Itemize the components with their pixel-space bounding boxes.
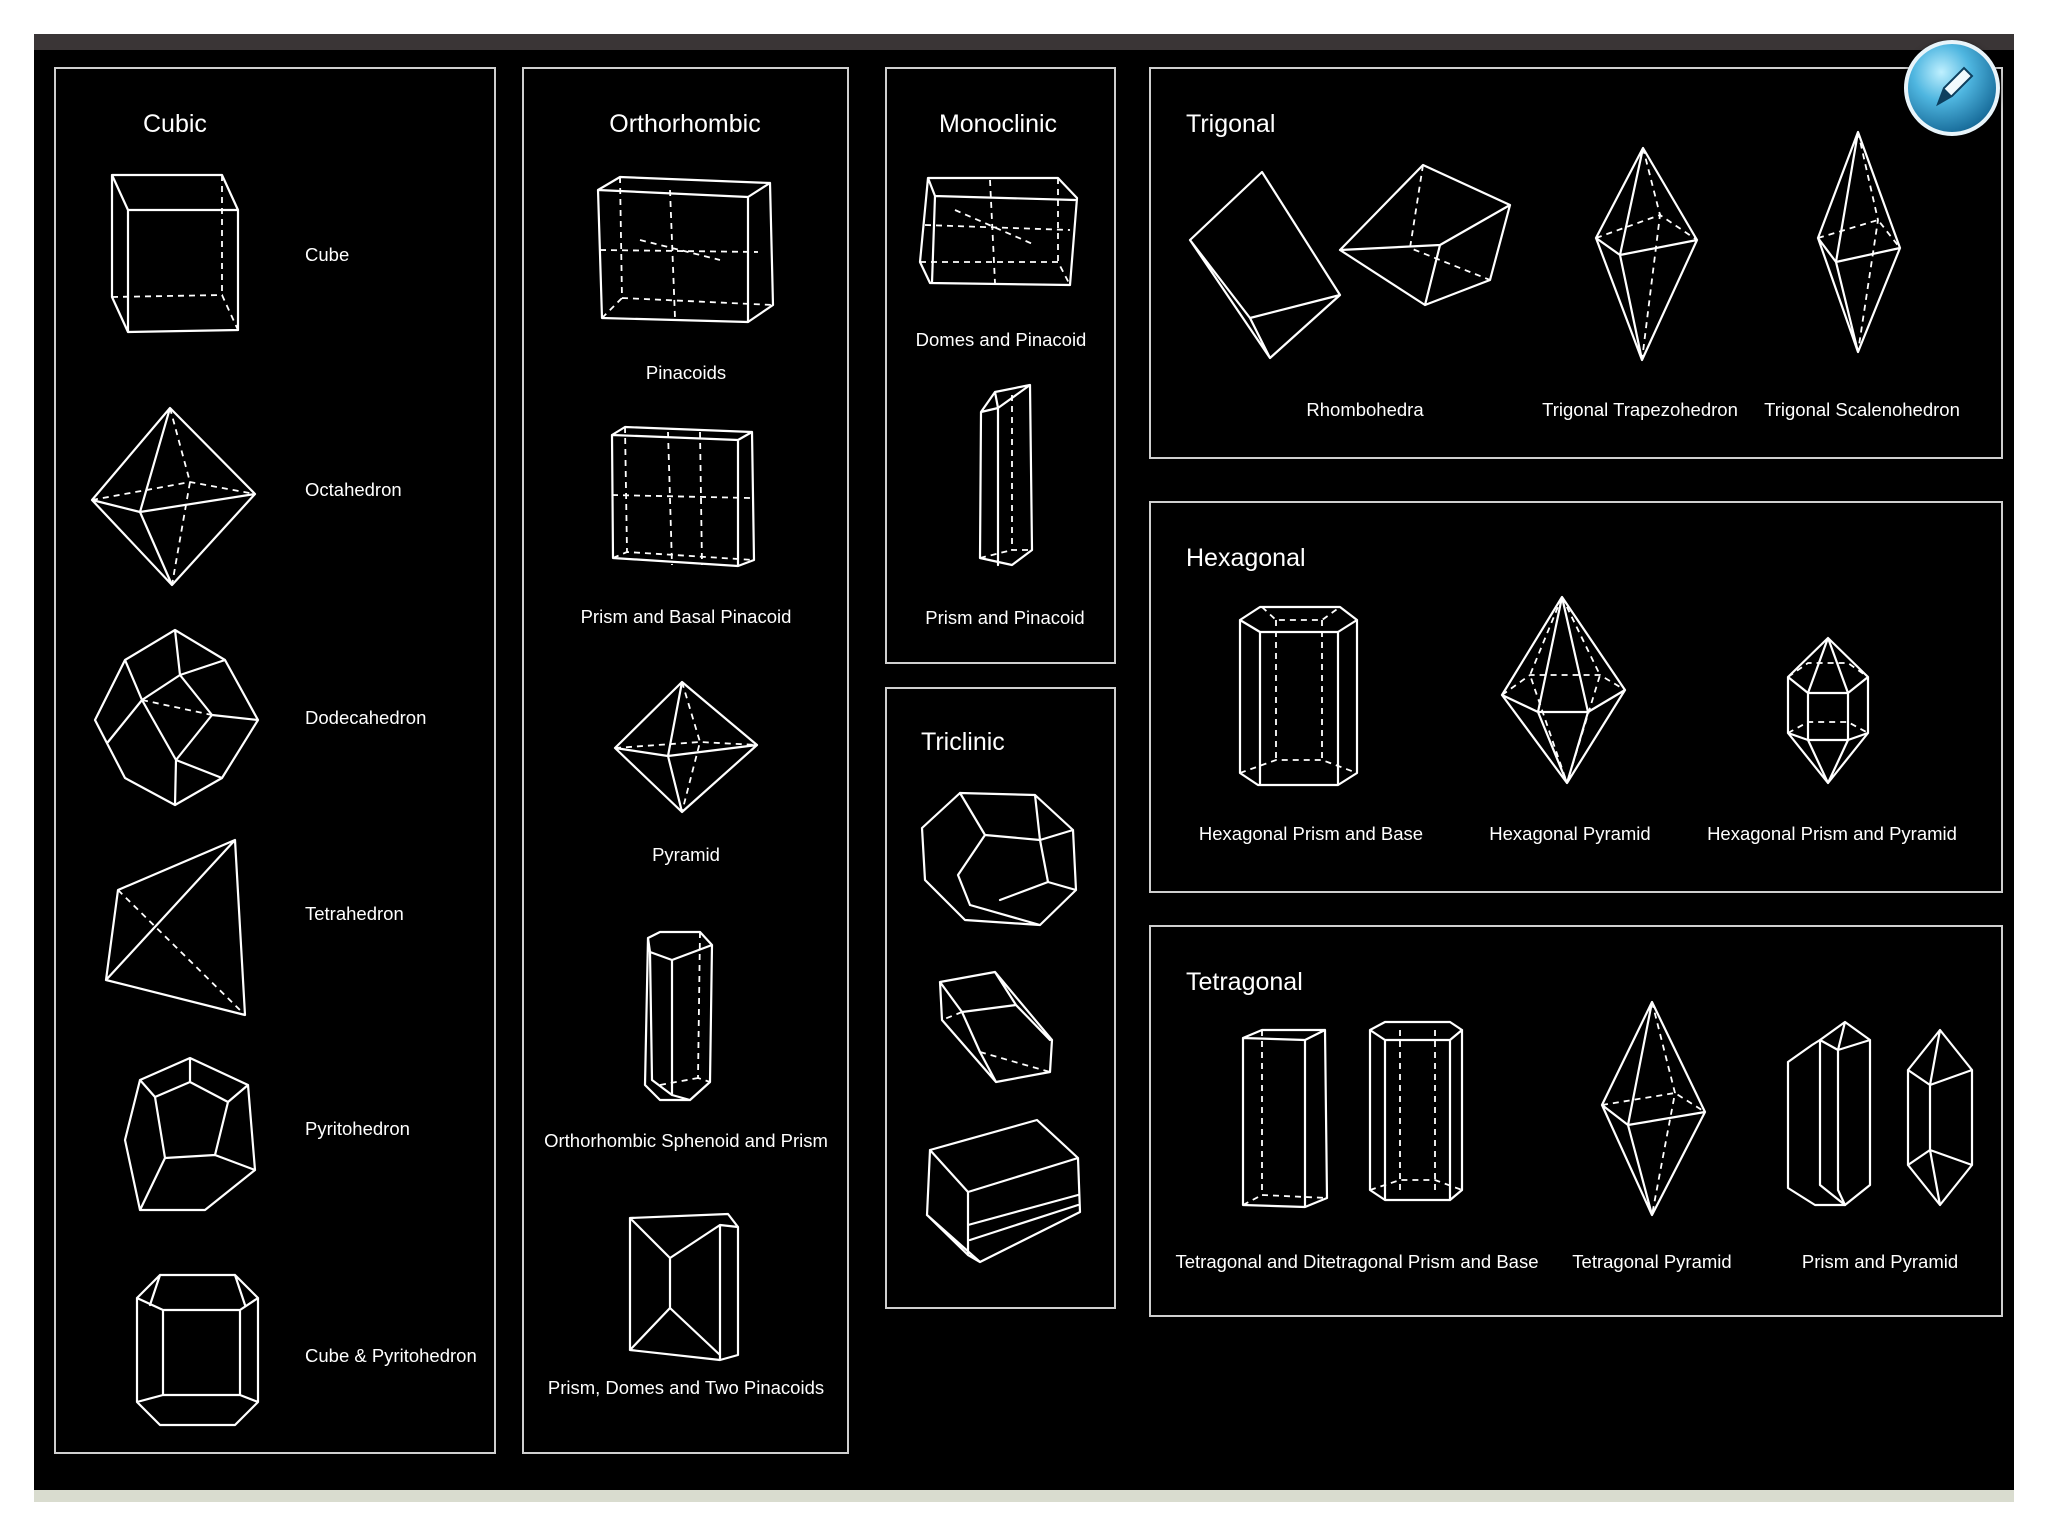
cube-pyritohedron-crystal [135, 1273, 260, 1427]
trigonal-trapezohedron-label: Trigonal Trapezohedron [1542, 399, 1738, 420]
prism-basal-pinacoid-label: Prism and Basal Pinacoid [581, 606, 792, 627]
trigonal-scalenohedron-label: Trigonal Scalenohedron [1764, 399, 1960, 420]
prism-pyramid-elongated-crystal [1906, 1028, 1974, 1207]
hexagonal-panel: Hexagonal Hexagonal Prism and Base Hexag… [1149, 501, 2003, 893]
trigonal-trapezohedron-crystal [1594, 146, 1699, 362]
octahedron-label: Octahedron [305, 479, 402, 500]
hexagonal-prism-pyramid-crystal [1786, 636, 1870, 785]
orthorhombic-sphenoid-prism-label: Orthorhombic Sphenoid and Prism [544, 1130, 828, 1151]
monoclinic-panel: Monoclinic Domes and Pinacoid Prism and … [885, 67, 1116, 664]
prism-basal-pinacoid-crystal [610, 425, 756, 568]
pyramid-crystal [613, 680, 759, 814]
triclinic-crystal-1 [920, 791, 1078, 927]
triclinic-crystal-3 [925, 1118, 1082, 1264]
prism-pyramid-label: Prism and Pyramid [1802, 1251, 1958, 1272]
pencil-edit-icon[interactable] [1904, 40, 2000, 136]
monoclinic-title: Monoclinic [939, 110, 1057, 138]
hexagonal-prism-pyramid-label: Hexagonal Prism and Pyramid [1707, 823, 1957, 844]
triclinic-title: Triclinic [921, 728, 1005, 756]
hexagonal-pyramid-label: Hexagonal Pyramid [1489, 823, 1650, 844]
pyritohedron-label: Pyritohedron [305, 1118, 410, 1139]
rhombohedra-label: Rhombohedra [1306, 399, 1424, 420]
pencil-edit-icon-glyph [1936, 66, 1974, 107]
tetragonal-panel: Tetragonal Tetragonal and Ditetragonal P… [1149, 925, 2003, 1317]
prism-domes-pinacoids-crystal [628, 1212, 740, 1362]
prism-pyramid-crystal [1786, 1020, 1872, 1207]
pyramid-label: Pyramid [652, 844, 720, 865]
tetragonal-prism-base-crystal [1241, 1028, 1329, 1209]
tetragonal-title: Tetragonal [1186, 968, 1303, 996]
triclinic-crystal-2 [938, 970, 1054, 1084]
tetrahedron-crystal [104, 838, 247, 1017]
hexagonal-prism-base-crystal [1238, 605, 1359, 787]
cubic-title: Cubic [143, 110, 207, 138]
pinacoids-label: Pinacoids [646, 362, 726, 383]
orthorhombic-panel: Orthorhombic Pinacoids Prism and Basal P… [522, 67, 849, 1454]
orthorhombic-title: Orthorhombic [609, 110, 760, 138]
cube-pyritohedron-label: Cube & Pyritohedron [305, 1345, 477, 1366]
tetragonal-pyramid-crystal [1600, 1000, 1707, 1217]
hexagonal-pyramid-crystal [1500, 595, 1627, 785]
trigonal-title: Trigonal [1186, 110, 1275, 138]
rhombohedra-crystal [1188, 163, 1512, 360]
pinacoids-crystal [596, 175, 775, 324]
pyritohedron-crystal [123, 1056, 257, 1212]
tetrahedron-label: Tetrahedron [305, 903, 404, 924]
dodecahedron-label: Dodecahedron [305, 707, 426, 728]
tetragonal-prism-base-label: Tetragonal and Ditetragonal Prism and Ba… [1175, 1251, 1538, 1272]
prism-pinacoid-label: Prism and Pinacoid [925, 607, 1084, 628]
cube-crystal [110, 173, 240, 334]
tetragonal-pyramid-label: Tetragonal Pyramid [1572, 1251, 1731, 1272]
cubic-panel: Cubic Cube Octahedron Dodecahedron Tetra… [54, 67, 496, 1454]
domes-pinacoid-label: Domes and Pinacoid [916, 329, 1087, 350]
prism-domes-pinacoids-label: Prism, Domes and Two Pinacoids [548, 1377, 824, 1398]
triclinic-panel: Triclinic [885, 687, 1116, 1309]
trigonal-panel: Trigonal Rhombohedra Trigonal Trapezohed… [1149, 67, 2003, 459]
trigonal-scalenohedron-crystal [1816, 130, 1902, 354]
ditetragonal-prism-base-crystal [1368, 1020, 1464, 1202]
cube-label: Cube [305, 244, 349, 265]
dodecahedron-crystal [93, 628, 260, 807]
orthorhombic-sphenoid-prism-crystal [643, 930, 714, 1102]
prism-pinacoid-crystal [978, 383, 1034, 567]
slide-bottom-bar [34, 1490, 2014, 1502]
hexagonal-title: Hexagonal [1186, 544, 1306, 572]
domes-pinacoid-crystal [918, 176, 1079, 287]
hexagonal-prism-base-label: Hexagonal Prism and Base [1199, 823, 1423, 844]
slide-canvas [34, 50, 2014, 1490]
octahedron-crystal [90, 406, 257, 587]
slide-top-bar [34, 34, 2014, 50]
